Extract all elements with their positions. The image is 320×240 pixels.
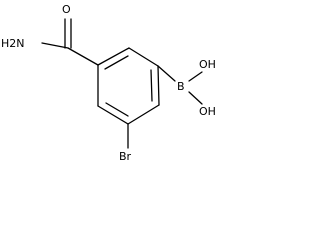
- hydroxyl-upper-label: OH: [199, 58, 216, 71]
- hydroxyl-lower-label: OH: [199, 105, 216, 118]
- ring-inner-bond-c: [105, 102, 129, 117]
- bond-boron-to-oh-upper: [188, 71, 203, 82]
- bond-boron-to-oh-lower: [188, 91, 203, 105]
- ring-bond-c2-c3: [128, 47, 159, 67]
- molecule-structure: H2N O B OH OH Br: [1, 3, 216, 163]
- carbonyl-oxygen-label: O: [62, 3, 71, 16]
- bromine-label: Br: [119, 150, 132, 163]
- bond-carbonyl-to-nitrogen: [41, 42, 69, 49]
- boron-label: B: [177, 80, 185, 93]
- amide-nitrogen-label: H2N: [1, 37, 25, 50]
- ring-inner-bond-a: [104, 55, 129, 70]
- ring-inner-bond-b: [150, 69, 153, 102]
- ring-bond-c1-c2: [97, 47, 130, 66]
- ring-bond-c5-c6: [97, 105, 129, 125]
- ring-bond-c4-c5: [127, 104, 160, 125]
- bond-ring-to-carbonyl: [67, 47, 99, 66]
- bond-ring-to-boron: [157, 65, 176, 82]
- ring-bond-c3-c4: [157, 65, 160, 106]
